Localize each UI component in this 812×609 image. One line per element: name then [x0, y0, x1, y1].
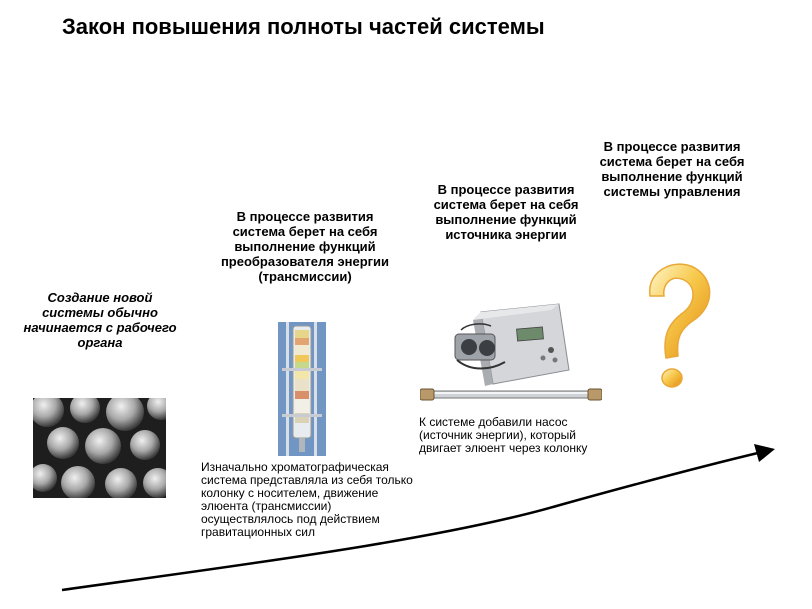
- question-mark-icon: [649, 263, 711, 388]
- stage-energy-source-text: В процессе развития система берет на себ…: [433, 182, 579, 242]
- hplc-column-tube: [420, 388, 602, 401]
- note-gravity-column: Изначально хроматографическая система пр…: [201, 460, 413, 539]
- note-pump-added: К системе добавили насос (источник энерг…: [419, 415, 588, 455]
- stage-control-text: В процессе развития система берет на себ…: [599, 139, 745, 199]
- slide-title: Закон повышения полноты частей системы: [62, 14, 545, 39]
- stage-working-organ-text: Создание новой системы обычно начинается…: [23, 290, 177, 350]
- stage-transmission-text: В процессе развития система берет на себ…: [220, 209, 390, 284]
- sorbent-beads-photo: [33, 398, 166, 498]
- gravity-column-photo: [278, 322, 326, 456]
- hplc-pump-photo: [451, 300, 571, 388]
